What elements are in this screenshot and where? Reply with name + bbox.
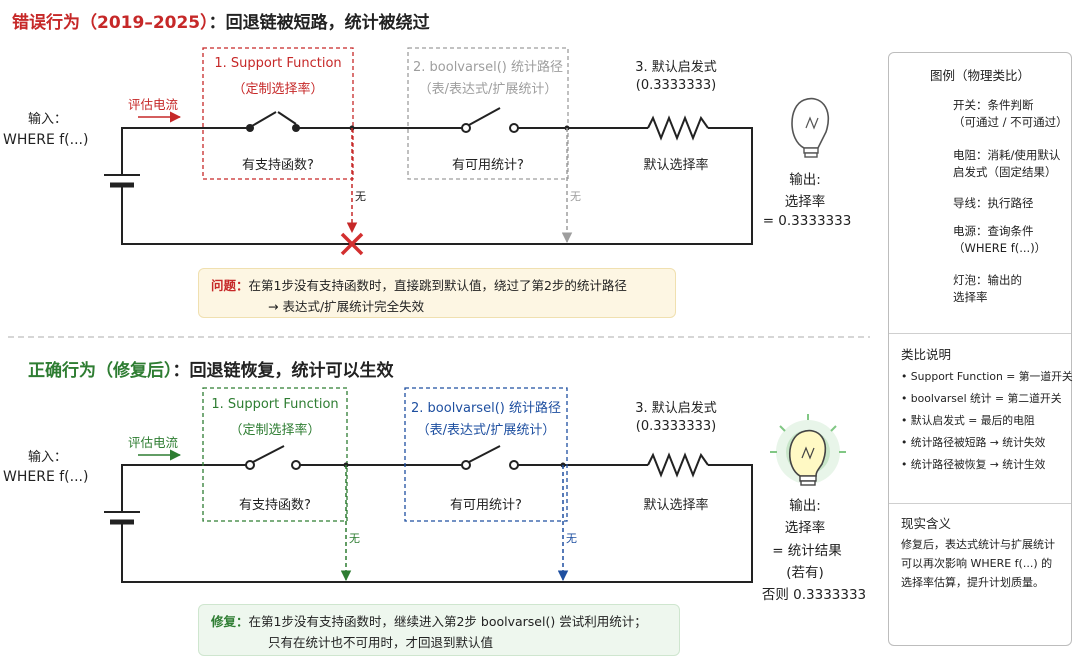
meaning-title: 现实含义 [901, 516, 952, 531]
meaning-l1: 修复后，表达式统计与扩展统计 [901, 538, 1055, 551]
bottom-section-title: 正确行为（修复后）：回退链恢复，统计可以生效 [28, 356, 394, 381]
top-box3-subtitle: (0.3333333) [635, 78, 717, 93]
bottom-title-rest: ：回退链恢复，统计可以生效 [172, 361, 394, 381]
top-battery-icon [104, 162, 140, 196]
top-note-label: 问题： [211, 278, 249, 293]
legend-switch-text: 开关：条件判断 （可通过 / 不可通过） [953, 97, 1068, 131]
top-input-label: 输入： [28, 112, 68, 127]
top-box3-caption: 默认选择率 [643, 158, 709, 173]
legend-resistor-text: 电阻：消耗/使用默认 启发式（固定结果） [953, 147, 1060, 181]
top-section-title: 错误行为（2019–2025）：回退链被短路，统计被绕过 [12, 8, 430, 33]
bottom-box2-title: 2. boolvarsel() 统计路径 [411, 401, 561, 416]
bottom-input-label: 输入： [28, 450, 68, 465]
bottom-box2-frame [404, 387, 568, 522]
bottom-resistor-icon [647, 452, 709, 478]
bottom-box2-subtitle: （表/表达式/扩展统计） [416, 423, 556, 438]
bottom-bulb-icon [770, 414, 846, 486]
bottom-note-label: 修复： [211, 614, 249, 629]
bottom-switch1-icon [245, 445, 301, 470]
bottom-box1-caption: 有支持函数? [239, 498, 311, 513]
top-output-l3: = 0.3333333 [762, 213, 852, 229]
bottom-battery-icon [104, 500, 140, 532]
top-box2-title: 2. boolvarsel() 统计路径 [413, 60, 563, 75]
legend-source-l1: 电源：查询条件 [953, 224, 1034, 238]
top-branch2-none: 无 [570, 190, 581, 203]
meaning-l2: 可以再次影响 WHERE f(...) 的 [901, 557, 1053, 570]
top-note-line2: → 表达式/扩展统计完全失效 [268, 299, 425, 314]
bottom-box3-caption: 默认选择率 [643, 498, 709, 513]
meaning-text: 修复后，表达式统计与扩展统计 可以再次影响 WHERE f(...) 的 选择率… [901, 535, 1055, 592]
top-box2-caption: 有可用统计? [452, 158, 524, 173]
top-branch1-none: 无 [355, 190, 366, 203]
bottom-box3-title: 3. 默认启发式 [635, 401, 717, 416]
legend-bulb-l1: 灯泡：输出的 [953, 273, 1022, 287]
top-circuit [104, 47, 829, 256]
bottom-output-l4: (若有) [786, 565, 824, 581]
bottom-branch2-none: 无 [566, 532, 577, 545]
bottom-note-line2: 只有在统计也不可用时，才回退到默认值 [268, 635, 494, 650]
legend-divider-1 [889, 333, 1071, 334]
top-box2-subtitle: （表/表达式/扩展统计） [418, 82, 558, 97]
top-note-line1: 在第1步没有支持函数时，直接跳到默认值，绕过了第2步的统计路径 [248, 278, 627, 293]
bottom-box1-subtitle: （定制选择率） [229, 423, 321, 438]
bottom-box3-subtitle: (0.3333333) [635, 419, 717, 434]
legend-divider-2 [889, 503, 1071, 504]
bottom-box1-frame [202, 387, 348, 522]
legend-switch-l2: （可通过 / 不可通过） [953, 115, 1068, 129]
top-box2-frame [407, 47, 569, 180]
legend-panel: 图例（物理类比） 开关：条件判断 （可通过 / 不可通过） 电阻：消耗/使用默认… [888, 52, 1073, 646]
legend-source-text: 电源：查询条件 （WHERE f(...)） [953, 223, 1046, 257]
bottom-branch1-none: 无 [349, 532, 360, 545]
bottom-current-label: 评估电流 [128, 435, 179, 450]
analogy-item: • 统计路径被短路 → 统计失效 [901, 436, 1046, 449]
top-switch1-icon [246, 111, 300, 132]
top-current-label: 评估电流 [128, 97, 179, 112]
bottom-input-value: WHERE f(...) [3, 469, 89, 485]
legend-switch-l1: 开关：条件判断 [953, 98, 1034, 112]
legend-wire-text: 导线：执行路径 [953, 196, 1034, 210]
bottom-title-highlight: 正确行为（修复后） [28, 361, 173, 381]
legend-resistor-l1: 电阻：消耗/使用默认 [953, 148, 1061, 162]
bottom-switch2-icon [461, 445, 519, 470]
top-bulb-icon [791, 97, 829, 158]
bottom-output-l2: 选择率 [784, 520, 826, 536]
meaning-l3: 选择率估算，提升计划质量。 [901, 576, 1044, 589]
top-box3-title: 3. 默认启发式 [635, 60, 717, 75]
bottom-fix-note: 修复：在第1步没有支持函数时，继续进入第2步 boolvarsel() 尝试利用… [198, 604, 680, 656]
top-switch2-icon [461, 107, 519, 133]
analogy-item: • Support Function = 第一道开关 [901, 370, 1073, 383]
bottom-note-line1: 在第1步没有支持函数时，继续进入第2步 boolvarsel() 尝试利用统计； [248, 614, 647, 629]
top-resistor-icon [647, 115, 709, 141]
analogy-title: 类比说明 [901, 347, 952, 362]
analogy-item: • 统计路径被恢复 → 统计生效 [901, 458, 1046, 471]
top-title-rest: ：回退链被短路，统计被绕过 [208, 13, 430, 33]
top-title-highlight: 错误行为（2019–2025） [12, 13, 209, 33]
legend-bulb-l2: 选择率 [953, 290, 988, 304]
legend-title: 图例（物理类比） [929, 68, 1030, 83]
analogy-list: • Support Function = 第一道开关 • boolvarsel … [901, 366, 1073, 476]
top-problem-note: 问题：在第1步没有支持函数时，直接跳到默认值，绕过了第2步的统计路径 → 表达式… [198, 268, 676, 318]
legend-source-l2: （WHERE f(...)） [953, 241, 1047, 255]
top-output-l2: 选择率 [784, 194, 826, 210]
top-input-value: WHERE f(...) [3, 132, 89, 148]
legend-bulb-text: 灯泡：输出的 选择率 [953, 272, 1022, 306]
bottom-output-l5: 否则 0.3333333 [761, 587, 867, 603]
bottom-output-l3: = 统计结果 [772, 543, 842, 559]
top-wire-return [121, 127, 753, 245]
bottom-box2-caption: 有可用统计? [450, 498, 522, 513]
top-box1-subtitle: （定制选择率） [232, 82, 324, 97]
bottom-circuit [104, 387, 846, 583]
top-box1-caption: 有支持函数? [242, 158, 314, 173]
bottom-output-l1: 输出: [789, 498, 821, 514]
top-error-x-icon [340, 232, 364, 256]
bottom-box1-title: 1. Support Function [211, 397, 339, 412]
top-output-l1: 输出: [789, 172, 821, 188]
top-box1-title: 1. Support Function [214, 56, 342, 71]
analogy-item: • boolvarsel 统计 = 第二道开关 [901, 392, 1062, 405]
legend-resistor-l2: 启发式（固定结果） [953, 165, 1057, 179]
analogy-item: • 默认启发式 = 最后的电阻 [901, 414, 1035, 427]
top-wire-left [121, 127, 248, 162]
